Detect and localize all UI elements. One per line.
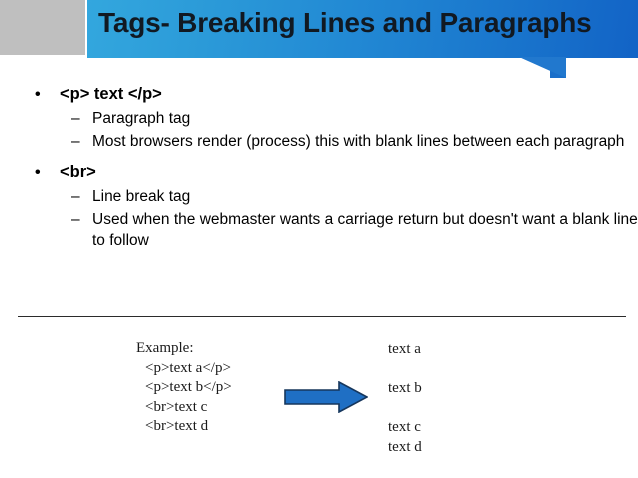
sub-bullet-line-break-desc: – Line break tag <box>0 186 638 207</box>
horizontal-divider <box>18 316 626 317</box>
dash-marker-icon: – <box>71 133 80 150</box>
bullet-label: <br> <box>60 163 96 181</box>
bullet-marker-icon: • <box>35 164 41 181</box>
output-line: text a <box>388 341 421 357</box>
bullet-item-br-tag: • <br> <box>0 162 638 183</box>
dash-marker-icon: – <box>71 110 80 127</box>
sub-bullet-label: Paragraph tag <box>92 110 191 127</box>
example-source-column: Example: <p>text a</p> <p>text b</p> <br… <box>136 339 232 437</box>
right-block-arrow-icon <box>284 380 369 414</box>
output-blank-line <box>388 360 422 380</box>
sub-bullet-label: Used when the webmaster wants a carriage… <box>92 211 638 249</box>
slide-title-banner: Tags- Breaking Lines and Paragraphs <box>0 0 638 80</box>
title-banner-tail-triangle <box>519 57 566 78</box>
dash-marker-icon: – <box>71 188 80 205</box>
bullet-label: <p> text </p> <box>60 85 162 103</box>
slide-body-content: • <p> text </p> – Paragraph tag – Most b… <box>0 84 638 253</box>
title-gradient-bar <box>87 0 638 58</box>
example-heading: Example: <box>136 340 194 356</box>
example-code-line: <br>text d <box>145 418 209 434</box>
bullet-item-paragraph-tag: • <p> text </p> <box>0 84 638 105</box>
output-blank-line <box>388 399 422 419</box>
bullet-marker-icon: • <box>35 86 41 103</box>
example-code-line: <br>text c <box>145 398 208 415</box>
page-title: Tags- Breaking Lines and Paragraphs <box>98 7 592 38</box>
sub-bullet-label: Most browsers render (process) this with… <box>92 133 625 150</box>
example-code-line: <p>text a</p> <box>145 359 231 376</box>
dash-marker-icon: – <box>71 211 80 228</box>
output-line: text b <box>388 380 422 396</box>
output-line: text c <box>388 419 421 435</box>
sub-bullet-paragraph-render-desc: – Most browsers render (process) this wi… <box>0 131 638 152</box>
sub-bullet-paragraph-tag-desc: – Paragraph tag <box>0 108 638 129</box>
example-code-line: <p>text b</p> <box>145 379 232 395</box>
output-line: text d <box>388 438 422 455</box>
example-output-column: text a text b text c text d <box>388 340 422 457</box>
sub-bullet-label: Line break tag <box>92 188 191 205</box>
title-gray-accent-block <box>0 0 85 55</box>
sub-bullet-carriage-return-desc: – Used when the webmaster wants a carria… <box>0 209 638 251</box>
